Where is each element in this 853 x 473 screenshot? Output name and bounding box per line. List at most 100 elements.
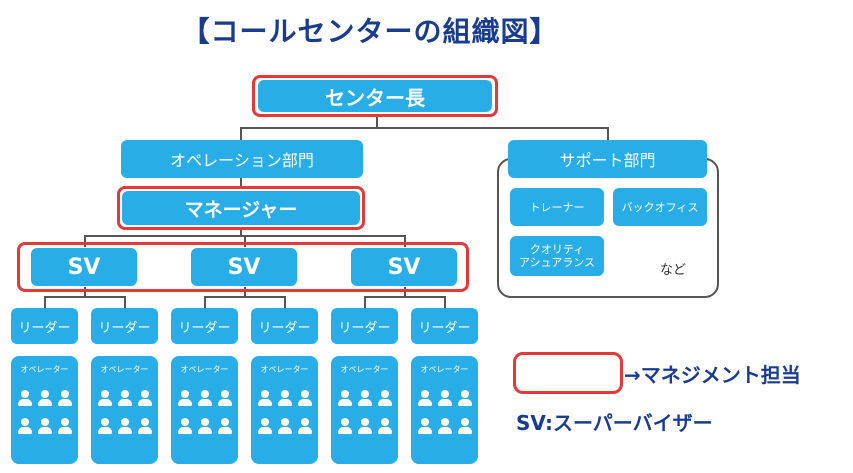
- operator-card: オペレーター: [11, 356, 78, 464]
- operator-label: オペレーター: [260, 365, 309, 374]
- person-icon: [57, 418, 72, 434]
- connector-line: [244, 287, 246, 297]
- connector-line: [376, 115, 378, 128]
- person-icon: [457, 390, 472, 406]
- person-icon: [277, 418, 292, 434]
- person-icon: [337, 418, 352, 434]
- leader-box: リーダー: [411, 308, 478, 344]
- person-icon: [137, 418, 152, 434]
- connector-line: [284, 296, 286, 308]
- connector-line: [444, 296, 446, 308]
- etc-label: など: [660, 263, 687, 278]
- center-head-label: センター長: [325, 85, 425, 110]
- connector-line: [240, 127, 242, 140]
- operator-people-icons: [171, 390, 238, 434]
- connector-line: [240, 228, 242, 236]
- person-icon: [17, 418, 32, 434]
- sv-label: SV: [227, 254, 261, 280]
- person-icon: [117, 418, 132, 434]
- leader-box: リーダー: [91, 308, 158, 344]
- person-icon: [297, 390, 312, 406]
- operator-people-icons: [331, 390, 398, 434]
- connector-line: [84, 287, 86, 297]
- sv-label: SV: [387, 254, 421, 280]
- person-icon: [197, 418, 212, 434]
- management-highlight-frame: [117, 186, 365, 230]
- operator-card: オペレーター: [331, 356, 398, 464]
- manager-label: マネージャー: [184, 198, 298, 221]
- connector-line: [240, 127, 608, 129]
- leader-label: リーダー: [338, 320, 391, 336]
- management-highlight-frame: [252, 75, 498, 117]
- operator-label: オペレーター: [420, 365, 469, 374]
- connector-line: [44, 296, 126, 298]
- operations-dept-box: オペレーション部門: [121, 140, 363, 178]
- operator-people-icons: [11, 390, 78, 434]
- person-icon: [177, 418, 192, 434]
- legend-red-frame-sample: [513, 352, 623, 394]
- leader-box: リーダー: [331, 308, 398, 344]
- center-head-box: センター長: [258, 80, 492, 112]
- leader-label: リーダー: [178, 320, 231, 336]
- operator-card: オペレーター: [251, 356, 318, 464]
- person-icon: [337, 390, 352, 406]
- legend-management-text: →マネジメント担当: [624, 363, 801, 387]
- back-office-box: バックオフィス: [613, 188, 707, 226]
- leader-box: リーダー: [11, 308, 78, 344]
- person-icon: [137, 390, 152, 406]
- manager-box: マネージャー: [122, 191, 360, 225]
- page-title: 【コールセンターの組織図】: [181, 15, 559, 48]
- back-office-label: バックオフィス: [621, 200, 699, 214]
- connector-line: [44, 296, 46, 308]
- connector-line: [204, 296, 206, 308]
- qa-label-line1: クオリティ: [529, 243, 585, 256]
- trainer-label: トレーナー: [529, 200, 585, 214]
- person-icon: [97, 390, 112, 406]
- person-icon: [437, 390, 452, 406]
- connector-line: [364, 296, 366, 308]
- connector-line: [607, 127, 609, 140]
- sv-label: SV: [67, 254, 101, 280]
- person-icon: [437, 418, 452, 434]
- sv-box: SV: [191, 248, 297, 286]
- person-icon: [217, 390, 232, 406]
- person-icon: [277, 390, 292, 406]
- person-icon: [177, 390, 192, 406]
- operator-label: オペレーター: [100, 365, 149, 374]
- trainer-box: トレーナー: [510, 188, 604, 226]
- person-icon: [17, 390, 32, 406]
- person-icon: [37, 418, 52, 434]
- connector-line: [124, 296, 126, 308]
- sv-box: SV: [31, 248, 137, 286]
- operator-people-icons: [91, 390, 158, 434]
- connector-line: [364, 296, 446, 298]
- leader-label: リーダー: [418, 320, 471, 336]
- operator-label: オペレーター: [340, 365, 389, 374]
- leader-label: リーダー: [258, 320, 311, 336]
- connector-line: [404, 287, 406, 297]
- person-icon: [377, 390, 392, 406]
- person-icon: [57, 390, 72, 406]
- connector-line: [404, 235, 406, 247]
- operator-label: オペレーター: [180, 365, 229, 374]
- person-icon: [457, 418, 472, 434]
- person-icon: [417, 418, 432, 434]
- operator-people-icons: [411, 390, 478, 434]
- person-icon: [197, 390, 212, 406]
- person-icon: [37, 390, 52, 406]
- sv-box: SV: [351, 248, 457, 286]
- connector-line: [244, 235, 246, 247]
- leader-box: リーダー: [251, 308, 318, 344]
- operator-people-icons: [251, 390, 318, 434]
- person-icon: [377, 418, 392, 434]
- qa-label-line2: アシュアランス: [518, 256, 596, 269]
- operator-card: オペレーター: [91, 356, 158, 464]
- operator-label: オペレーター: [20, 365, 69, 374]
- leader-label: リーダー: [18, 320, 71, 336]
- leader-box: リーダー: [171, 308, 238, 344]
- person-icon: [97, 418, 112, 434]
- person-icon: [217, 418, 232, 434]
- operator-card: オペレーター: [171, 356, 238, 464]
- management-highlight-frame: [17, 242, 469, 292]
- legend-sv-definition: SV:スーパーバイザー: [516, 411, 713, 435]
